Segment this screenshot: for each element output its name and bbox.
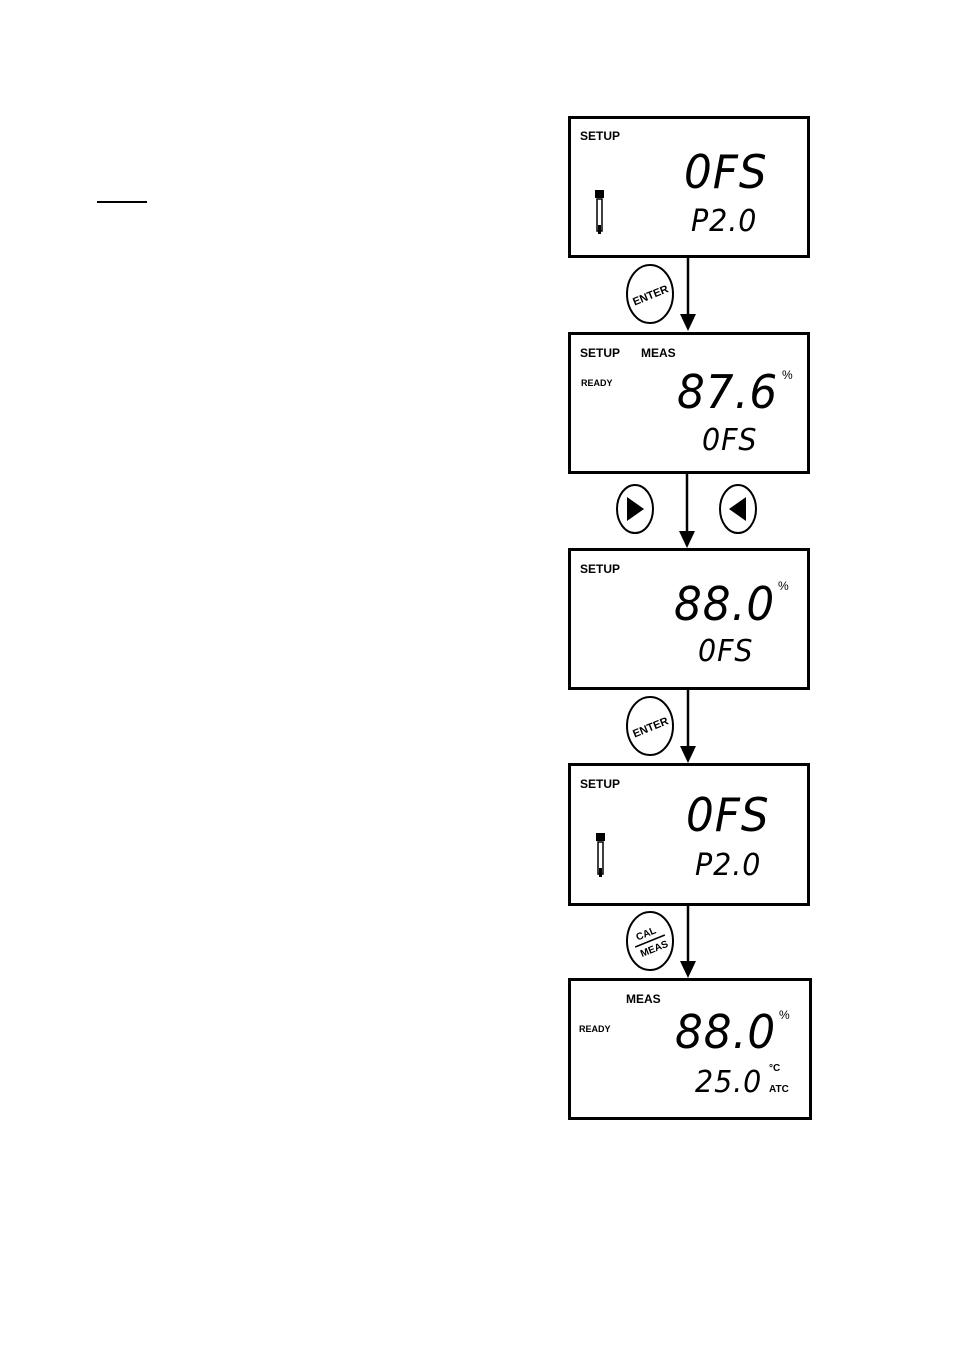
enter-button[interactable]: ENTER <box>624 263 676 330</box>
left-arrow-button[interactable] <box>717 483 759 540</box>
probe-icon <box>595 833 607 879</box>
main-reading: 88.0 <box>675 1009 776 1055</box>
celsius-unit: °C <box>769 1064 780 1073</box>
lcd-screen-5: MEAS READY 88.0 % 25.0 °C ATC <box>568 978 812 1120</box>
lcd-screen-2: SETUP MEAS READY 87.6 % 0FS <box>568 332 810 474</box>
meas-label: MEAS <box>626 993 661 1005</box>
ready-label: READY <box>579 1025 611 1034</box>
percent-unit: % <box>782 369 793 381</box>
setup-label: SETUP <box>580 347 620 359</box>
right-arrow-button[interactable] <box>614 483 656 540</box>
setup-label: SETUP <box>580 130 620 142</box>
temperature-reading: 25.0 <box>695 1068 762 1098</box>
sub-reading: P2.0 <box>695 851 761 881</box>
lcd-screen-4: SETUP 0FS P2.0 <box>568 763 810 906</box>
ready-label: READY <box>581 379 613 388</box>
enter-button-2[interactable]: ENTER <box>624 695 676 762</box>
main-reading: 87.6 <box>677 369 778 415</box>
percent-unit: % <box>778 580 789 592</box>
lcd-screen-3: SETUP 88.0 % 0FS <box>568 548 810 690</box>
setup-label: SETUP <box>580 563 620 575</box>
meas-label: MEAS <box>641 347 676 359</box>
sub-reading: P2.0 <box>691 207 757 237</box>
main-reading: 0FS <box>686 792 770 838</box>
main-reading: 0FS <box>684 149 768 195</box>
percent-unit: % <box>779 1009 790 1021</box>
sub-reading: 0FS <box>698 637 753 667</box>
sub-reading: 0FS <box>702 426 757 456</box>
main-reading: 88.0 <box>674 581 775 627</box>
probe-icon <box>594 190 606 236</box>
cal-meas-button[interactable]: CAL MEAS <box>624 910 676 977</box>
setup-label: SETUP <box>580 778 620 790</box>
atc-label: ATC <box>769 1085 789 1094</box>
lcd-screen-1: SETUP 0FS P2.0 <box>568 116 810 258</box>
